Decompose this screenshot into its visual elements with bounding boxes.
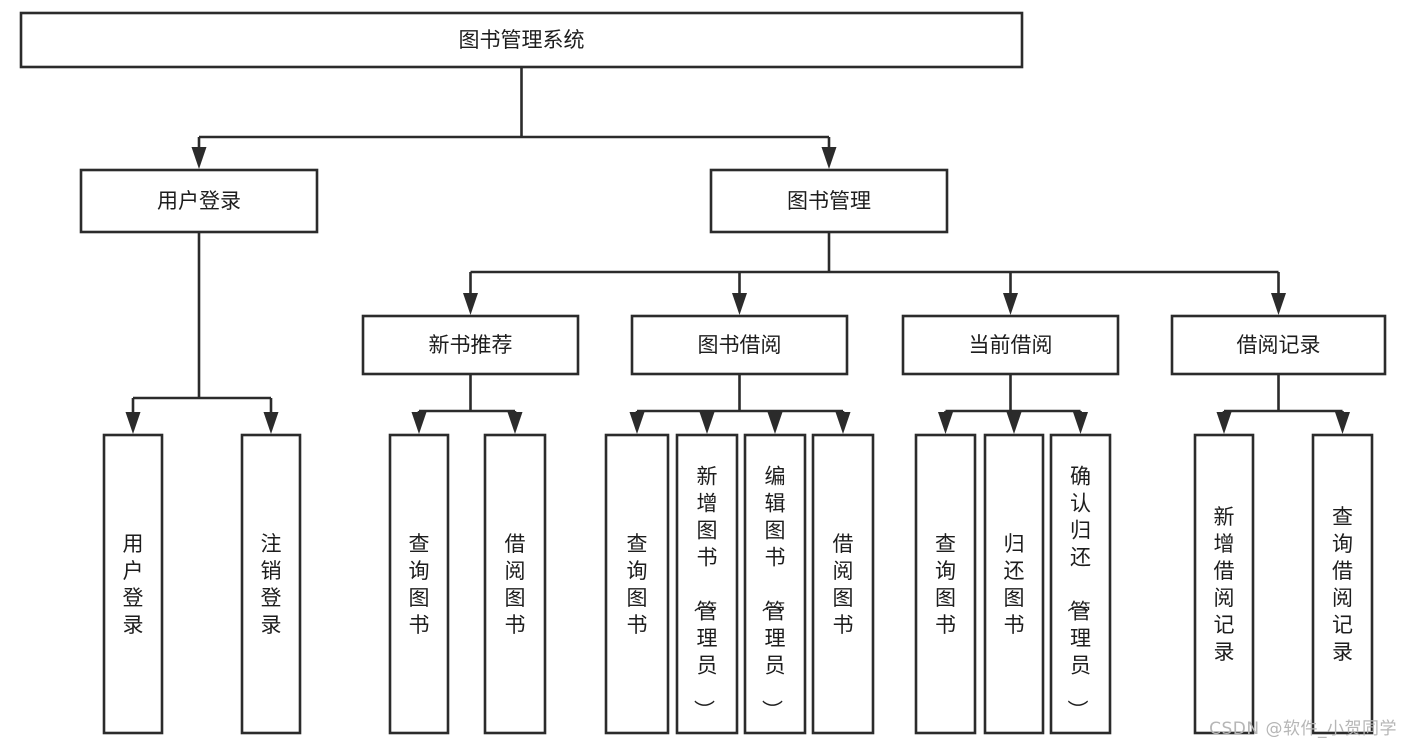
node-leaf-borrow-3[interactable]: 编辑图书（管理员） bbox=[743, 433, 807, 735]
node-label: 借阅记录 bbox=[1237, 333, 1321, 357]
node-label: 查询图书 bbox=[935, 532, 956, 637]
arrow-head-icon bbox=[732, 293, 747, 315]
node-label: 归还图书 bbox=[1004, 532, 1025, 637]
connector-group-bookmgmt bbox=[463, 232, 1286, 315]
arrow-head-icon bbox=[507, 412, 523, 434]
node-login[interactable]: 用户登录 bbox=[79, 168, 319, 234]
arrow-head-icon bbox=[263, 412, 279, 434]
node-label: 查询图书 bbox=[409, 532, 430, 637]
node-box[interactable] bbox=[1193, 433, 1255, 735]
node-leaf-records-1[interactable]: 新增借阅记录 bbox=[1193, 433, 1255, 735]
arrow-head-icon bbox=[835, 412, 851, 434]
node-label: 借阅图书 bbox=[833, 532, 854, 637]
node-label: 用户登录 bbox=[157, 189, 241, 213]
node-label: 新增图书（管理员） bbox=[692, 465, 718, 721]
arrow-head-icon bbox=[1216, 412, 1232, 434]
node-box[interactable] bbox=[1049, 433, 1112, 735]
arrow-head-icon bbox=[1073, 412, 1088, 434]
node-box[interactable] bbox=[604, 433, 670, 735]
arrow-head-icon bbox=[1271, 293, 1286, 315]
node-box[interactable] bbox=[811, 433, 875, 735]
node-label: 图书借阅 bbox=[698, 333, 782, 357]
nodes-layer: 图书管理系统用户登录图书管理新书推荐图书借阅当前借阅借阅记录用户登录注销登录查询… bbox=[19, 11, 1387, 735]
arrow-head-icon bbox=[191, 147, 207, 169]
node-leaf-borrow-4[interactable]: 借阅图书 bbox=[811, 433, 875, 735]
node-newbook[interactable]: 新书推荐 bbox=[361, 314, 580, 376]
arrow-head-icon bbox=[1335, 412, 1350, 434]
arrow-head-icon bbox=[938, 412, 953, 434]
arrow-head-icon bbox=[1006, 412, 1022, 434]
node-box[interactable] bbox=[483, 433, 547, 735]
arrow-head-icon bbox=[821, 147, 837, 169]
node-label: 新书推荐 bbox=[429, 333, 513, 357]
connector-group-newbook bbox=[411, 374, 523, 434]
node-leaf-current-3[interactable]: 确认归还（管理员） bbox=[1049, 433, 1112, 735]
node-leaf-newbook-2[interactable]: 借阅图书 bbox=[483, 433, 547, 735]
node-label: 图书管理系统 bbox=[459, 28, 585, 52]
node-box[interactable] bbox=[901, 314, 1120, 376]
node-label: 注销登录 bbox=[261, 532, 282, 637]
node-label: 编辑图书（管理员） bbox=[760, 465, 786, 721]
node-box[interactable] bbox=[361, 314, 580, 376]
connector-group-login bbox=[125, 232, 279, 434]
connector-group-current bbox=[938, 374, 1088, 434]
node-box[interactable] bbox=[102, 433, 164, 735]
arrow-head-icon bbox=[767, 412, 783, 434]
node-box[interactable] bbox=[709, 168, 949, 234]
node-box[interactable] bbox=[1170, 314, 1387, 376]
node-box[interactable] bbox=[1311, 433, 1374, 735]
node-leaf-records-2[interactable]: 查询借阅记录 bbox=[1311, 433, 1374, 735]
node-leaf-login-2[interactable]: 注销登录 bbox=[240, 433, 302, 735]
node-box[interactable] bbox=[19, 11, 1024, 69]
node-box[interactable] bbox=[388, 433, 450, 735]
arrow-head-icon bbox=[1003, 293, 1018, 315]
node-current[interactable]: 当前借阅 bbox=[901, 314, 1120, 376]
node-leaf-login-1[interactable]: 用户登录 bbox=[102, 433, 164, 735]
node-label: 借阅图书 bbox=[505, 532, 526, 637]
arrow-head-icon bbox=[411, 412, 427, 434]
node-leaf-newbook-1[interactable]: 查询图书 bbox=[388, 433, 450, 735]
node-box[interactable] bbox=[914, 433, 977, 735]
node-label: 当前借阅 bbox=[969, 333, 1053, 357]
node-label: 用户登录 bbox=[123, 532, 144, 637]
arrow-head-icon bbox=[699, 412, 715, 434]
connector-group-records bbox=[1216, 374, 1350, 434]
node-box[interactable] bbox=[240, 433, 302, 735]
node-leaf-current-1[interactable]: 查询图书 bbox=[914, 433, 977, 735]
arrow-head-icon bbox=[629, 412, 645, 434]
connector-group-root bbox=[191, 67, 837, 169]
node-leaf-borrow-2[interactable]: 新增图书（管理员） bbox=[675, 433, 739, 735]
node-label: 图书管理 bbox=[787, 189, 871, 213]
node-box[interactable] bbox=[79, 168, 319, 234]
node-box[interactable] bbox=[675, 433, 739, 735]
connector-group-borrow bbox=[629, 374, 851, 434]
node-borrow[interactable]: 图书借阅 bbox=[630, 314, 849, 376]
node-records[interactable]: 借阅记录 bbox=[1170, 314, 1387, 376]
arrow-head-icon bbox=[463, 293, 478, 315]
watermark-label: CSDN @软件_小贺同学 bbox=[1209, 719, 1397, 739]
node-box[interactable] bbox=[630, 314, 849, 376]
node-bookmgmt[interactable]: 图书管理 bbox=[709, 168, 949, 234]
node-root[interactable]: 图书管理系统 bbox=[19, 11, 1024, 69]
node-label: 新增借阅记录 bbox=[1214, 505, 1235, 664]
node-label: 查询图书 bbox=[627, 532, 648, 637]
node-label: 确认归还（管理员） bbox=[1065, 465, 1091, 721]
node-box[interactable] bbox=[983, 433, 1045, 735]
node-box[interactable] bbox=[743, 433, 807, 735]
node-label: 查询借阅记录 bbox=[1332, 505, 1353, 664]
arrow-head-icon bbox=[125, 412, 141, 434]
node-leaf-borrow-1[interactable]: 查询图书 bbox=[604, 433, 670, 735]
node-leaf-current-2[interactable]: 归还图书 bbox=[983, 433, 1045, 735]
edges-layer bbox=[125, 67, 1350, 434]
